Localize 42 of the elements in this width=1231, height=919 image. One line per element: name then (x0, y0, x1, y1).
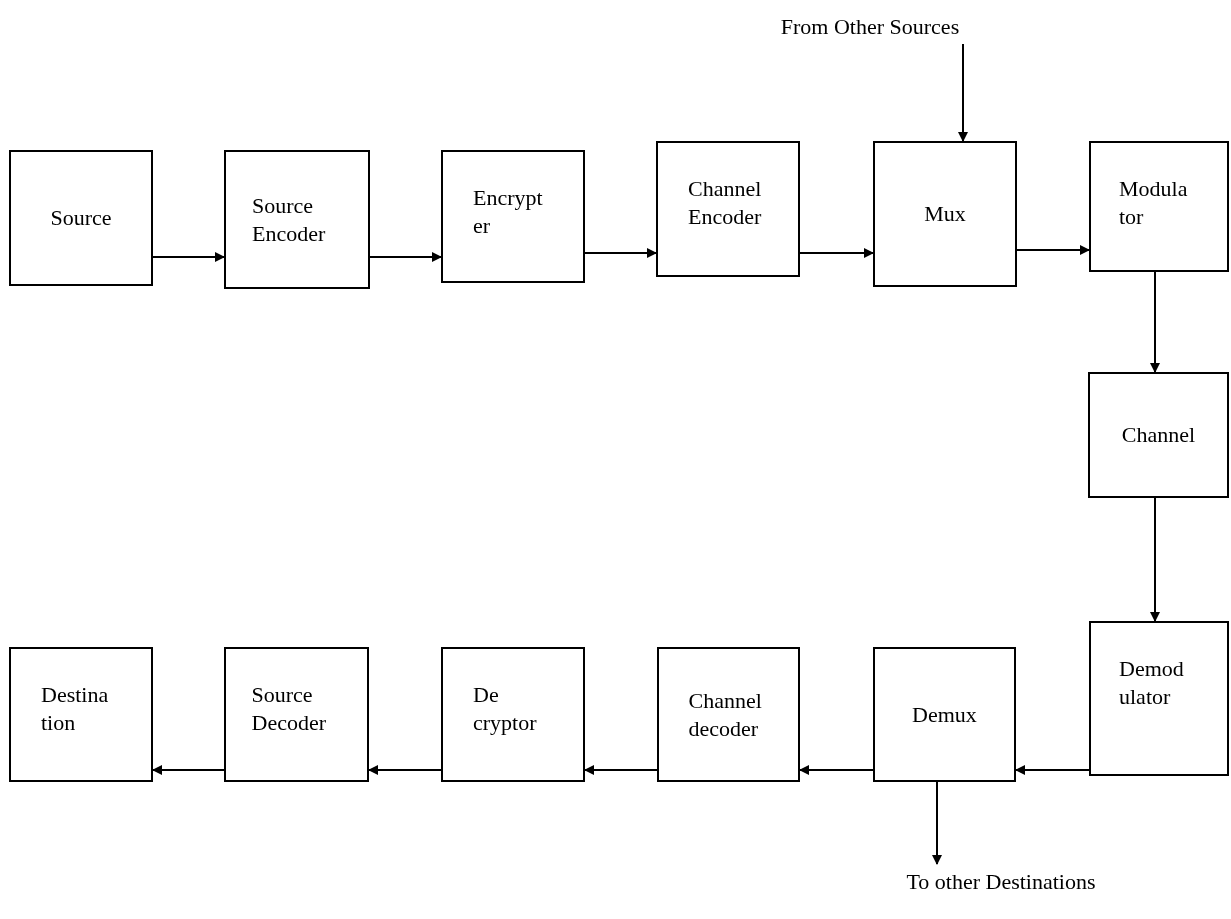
box-label: De cryptor (473, 681, 538, 736)
process-box (9, 647, 153, 782)
process-box (657, 647, 800, 782)
arrow (152, 252, 225, 262)
box-label: Demux (912, 700, 977, 729)
process-box (1089, 141, 1229, 272)
box-label: Demod ulator (1119, 655, 1185, 710)
arrow (368, 765, 442, 775)
box-label: Channel (1121, 421, 1196, 449)
box-label: Source (50, 204, 112, 232)
text-label: From Other Sources (780, 13, 960, 41)
arrow (799, 248, 874, 258)
box-label: Encrypt er (473, 184, 544, 239)
process-box (873, 647, 1016, 782)
process-box (224, 647, 369, 782)
arrow (152, 765, 225, 775)
box-label: Mux (924, 200, 966, 228)
arrow (584, 248, 657, 258)
process-box (1088, 372, 1229, 498)
arrow (932, 781, 942, 865)
process-box (656, 141, 800, 277)
process-box (1089, 621, 1229, 776)
process-box (441, 647, 585, 782)
arrow (1150, 497, 1160, 622)
process-box (873, 141, 1017, 287)
process-box (441, 150, 585, 283)
arrow (1016, 245, 1090, 255)
text-label: To other Destinations (906, 868, 1096, 896)
arrow (369, 252, 442, 262)
arrow (1150, 271, 1160, 373)
box-label: Modula tor (1119, 175, 1189, 230)
arrow (584, 765, 658, 775)
process-box (224, 150, 370, 289)
box-label: Source Encoder (252, 192, 327, 247)
box-label: Source Decoder (251, 681, 327, 736)
box-label: Channel decoder (688, 687, 763, 742)
box-label: Destina tion (41, 681, 110, 736)
box-label: Channel Encoder (688, 175, 763, 230)
arrow (1015, 765, 1090, 775)
process-box (9, 150, 153, 286)
arrow (958, 43, 968, 142)
arrow (799, 765, 874, 775)
